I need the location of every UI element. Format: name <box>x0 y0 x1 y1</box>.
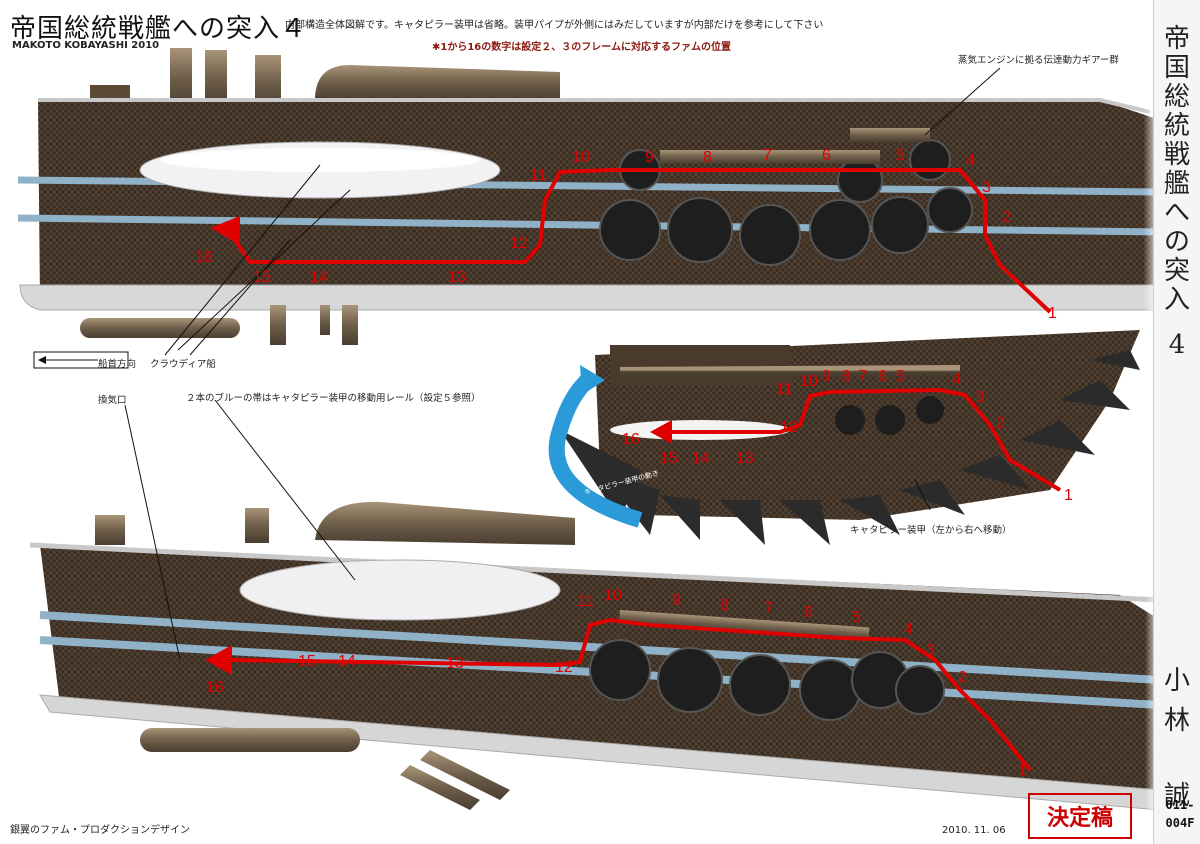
funnel <box>170 48 192 108</box>
route-number: 15 <box>660 450 678 467</box>
route-number: 4 <box>952 371 961 388</box>
date-label: 2010. 11. 06 <box>942 825 1006 836</box>
sidebar-title-char: の <box>1163 227 1190 257</box>
route-number: 4 <box>904 621 913 638</box>
route-number: 2 <box>996 415 1005 432</box>
bow-direction-arrow <box>33 351 129 369</box>
title-sidebar: 帝国総統戦艦への突入 4 小林誠 <box>1153 0 1200 844</box>
route-number: 7 <box>858 368 867 385</box>
route-number: 15 <box>253 269 271 286</box>
route-number: 11 <box>776 381 793 398</box>
route-top <box>213 168 1052 314</box>
route-number: 3 <box>926 642 935 659</box>
sidebar-title-char: 突 <box>1163 256 1190 286</box>
route-mid <box>665 387 1062 492</box>
exhaust-pipe <box>315 65 560 100</box>
sidebar-title-char: 帝 <box>1163 24 1190 54</box>
vent-label: 換気口 <box>98 395 127 406</box>
route-number: 6 <box>878 368 887 385</box>
sidebar-number: 4 <box>1168 330 1186 360</box>
route-number: 2 <box>1002 209 1011 226</box>
route-number: 4 <box>966 152 975 169</box>
route-number: 3 <box>982 179 991 196</box>
route-number: 7 <box>764 600 773 617</box>
final-draft-stamp: 決定稿 <box>1028 793 1132 839</box>
sidebar-author-char: 誠 <box>1163 781 1190 811</box>
studio-credit: 銀翼のファム・プロダクションデザイン <box>10 825 190 836</box>
route-number: 9 <box>672 592 681 609</box>
route-number: 12 <box>510 235 528 252</box>
funnel <box>205 50 227 108</box>
route-number: 7 <box>763 147 772 164</box>
route-number: 16 <box>195 249 213 266</box>
caterpillar-armor-label: キャタピラー装甲（左から右へ移動） <box>850 525 1012 536</box>
blue-rail-lower <box>17 214 1161 236</box>
route-number: 10 <box>800 373 818 390</box>
sidebar-title-char: 国 <box>1163 53 1190 83</box>
route-number: 14 <box>338 653 356 670</box>
route-number: 11 <box>530 167 547 184</box>
route-number: 16 <box>206 679 224 696</box>
route-number: 11 <box>577 593 594 610</box>
bottom-ship-view <box>29 501 1161 820</box>
route-number: 14 <box>692 450 710 467</box>
sidebar-title-char: 戦 <box>1163 140 1190 170</box>
route-number: 12 <box>780 419 798 436</box>
route-number: 13 <box>736 450 754 467</box>
top-ship-view <box>17 48 1161 345</box>
numbering-note: ✱1から16の数字は設定２、３のフレームに対応するファムの位置 <box>432 42 731 53</box>
route-number: 8 <box>703 149 712 166</box>
sidebar-title-char: 統 <box>1163 111 1190 141</box>
route-number: 3 <box>976 389 985 406</box>
route-number: 10 <box>604 587 622 604</box>
description-note: 内部構造全体図解です。キャタピラー装甲は省略。装甲パイプが外側にはみだしています… <box>285 20 824 31</box>
vent-pipe-2 <box>140 728 360 752</box>
route-number: 1 <box>1064 487 1073 504</box>
route-number: 8 <box>720 597 729 614</box>
route-number: 10 <box>572 149 590 166</box>
route-number: 15 <box>298 653 316 670</box>
claudia-ship-2 <box>239 559 561 621</box>
sidebar-title-char: 艦 <box>1163 169 1190 199</box>
route-number: 5 <box>896 147 905 164</box>
route-number: 12 <box>555 659 573 676</box>
steam-gear-label: 蒸気エンジンに拠る伝達動力ギアー群 <box>958 55 1119 66</box>
author-credit: MAKOTO KOBAYASHI 2010 <box>12 40 160 51</box>
route-number: 1 <box>1018 762 1027 779</box>
route-number: 5 <box>896 368 905 385</box>
caterpillar-treads <box>560 350 1140 545</box>
route-number: 6 <box>822 147 831 164</box>
route-number: 2 <box>958 669 967 686</box>
sidebar-title-char: へ <box>1163 198 1190 228</box>
route-number: 8 <box>842 368 851 385</box>
route-number: 6 <box>804 604 813 621</box>
vent-pipe <box>80 318 240 338</box>
route-number: 1 <box>1048 305 1057 322</box>
route-bottom <box>229 617 1032 772</box>
route-number: 13 <box>446 655 464 672</box>
route-number: 16 <box>622 431 640 448</box>
route-number: 14 <box>310 269 328 286</box>
route-number: 9 <box>645 149 654 166</box>
route-number: 13 <box>448 269 466 286</box>
blue-bands-label: ２本のブルーの帯はキャタピラー装甲の移動用レール（設定５参照） <box>186 393 481 404</box>
sidebar-author-char: 小 <box>1163 666 1190 696</box>
route-number: 9 <box>822 368 831 385</box>
sheet-code-line: 011- <box>1165 798 1195 812</box>
page-title: 帝国総統戦艦への突入４ <box>10 14 308 44</box>
sheet-code: 011- 004F <box>1160 796 1200 832</box>
hull-top <box>38 100 1160 300</box>
bow-direction-label: 船首方向 <box>98 359 137 370</box>
route-number: 5 <box>852 609 861 626</box>
claudia-ship-label: クラウディア船 <box>150 359 216 370</box>
caterpillar-arrow <box>548 371 643 528</box>
sidebar-title-char: 入 <box>1163 285 1190 315</box>
exhaust-pipe <box>315 501 575 545</box>
sidebar-author-char: 林 <box>1163 706 1190 736</box>
sidebar-title-char: 総 <box>1163 82 1190 112</box>
caterpillar-view <box>548 330 1140 545</box>
sheet-code-line: 004F <box>1165 816 1195 830</box>
